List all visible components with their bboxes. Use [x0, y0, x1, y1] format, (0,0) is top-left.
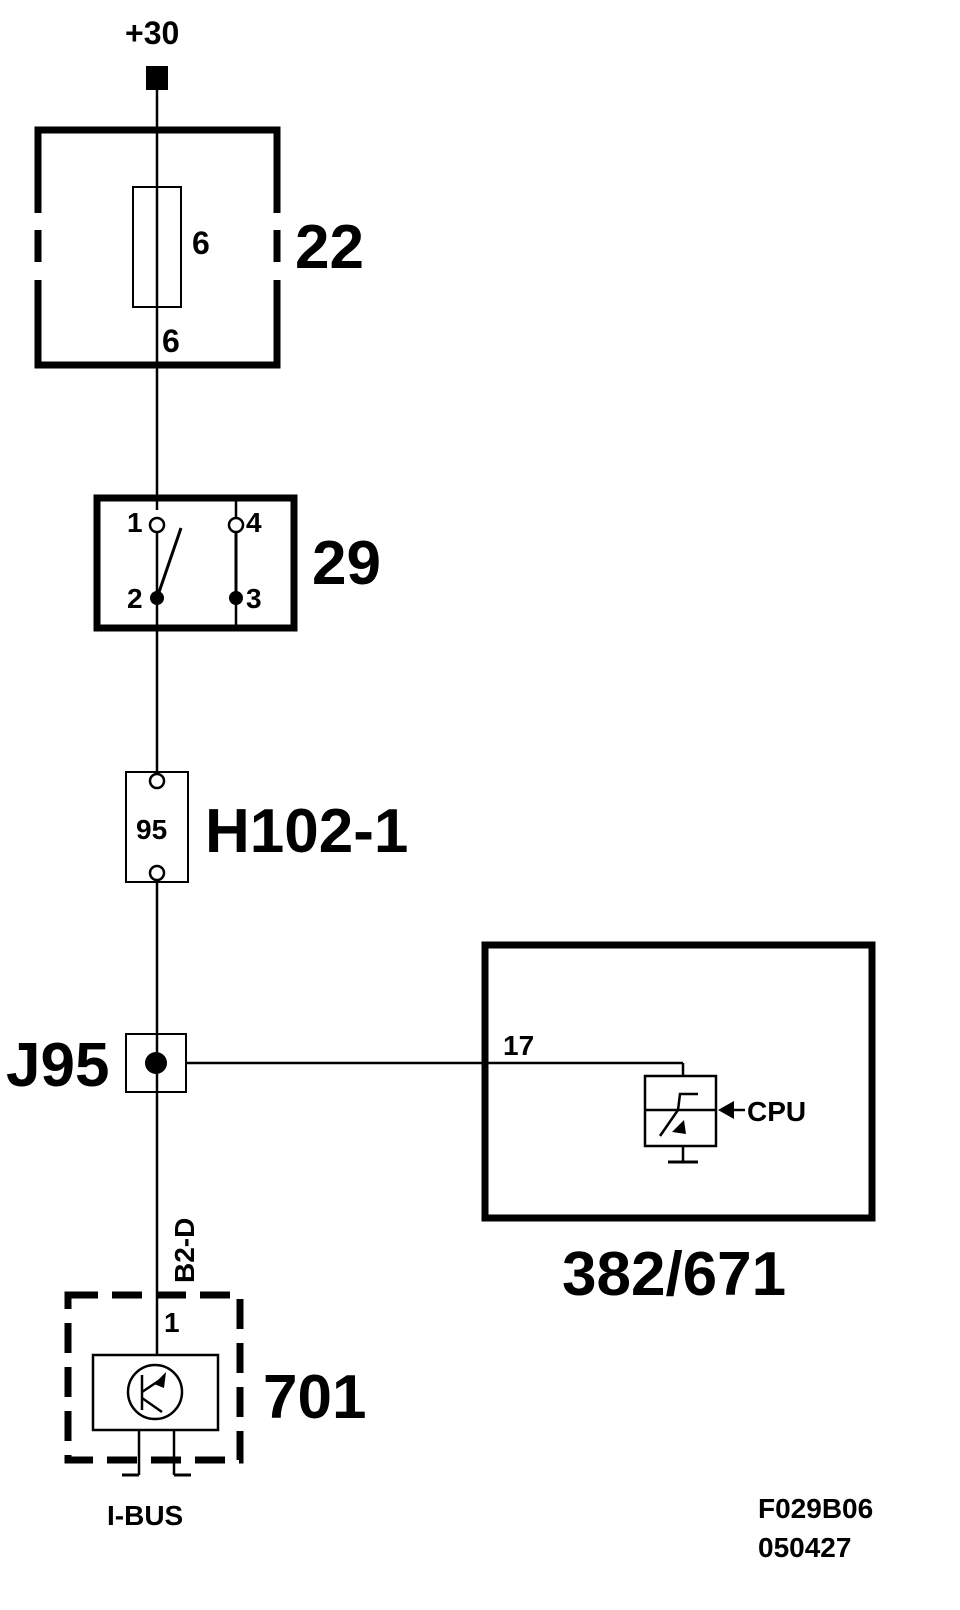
- control-module: 17 CPU 382/671: [481, 941, 876, 1309]
- cpu-label: CPU: [747, 1096, 806, 1127]
- connector-pin: 95: [136, 814, 167, 845]
- fuse-number: 6: [192, 225, 210, 261]
- switch: 1 2 4 3 29: [93, 494, 381, 632]
- supply-terminal: [146, 66, 168, 90]
- fuse-box-id: 22: [295, 213, 364, 282]
- drawing-date: 050427: [758, 1532, 851, 1563]
- bus-label: I-BUS: [107, 1500, 183, 1531]
- drawing-code: F029B06: [758, 1493, 873, 1524]
- switch-pin-4-label: 4: [246, 507, 262, 538]
- sensor-symbol: [126, 1363, 184, 1421]
- component-701: 1 I-BUS 701: [64, 1291, 366, 1531]
- switch-pin-2-label: 2: [127, 583, 143, 614]
- switch-pin-4: [227, 516, 245, 534]
- component-id: 701: [263, 1363, 366, 1432]
- supply-label: +30: [125, 15, 179, 51]
- connector: 95 H102-1: [125, 771, 408, 883]
- cpu-arrow: [718, 1101, 734, 1119]
- connector-id: H102-1: [205, 797, 408, 866]
- switch-pin-3: [229, 591, 243, 605]
- wire-label: B2-D: [169, 1218, 200, 1283]
- switch-pin-1-label: 1: [127, 507, 143, 538]
- switch-pin-3-label: 3: [246, 583, 262, 614]
- switch-contact: [155, 527, 183, 599]
- junction-id: J95: [6, 1031, 109, 1100]
- switch-pin-1: [148, 516, 166, 534]
- fuse-box: 6 6 22: [34, 126, 364, 369]
- fuse-pin: 6: [162, 323, 180, 359]
- switch-id: 29: [312, 529, 381, 598]
- control-module-id: 382/671: [562, 1240, 786, 1309]
- module-pin: 17: [503, 1030, 534, 1061]
- component-pin: 1: [164, 1307, 180, 1338]
- junction: J95: [6, 1031, 187, 1100]
